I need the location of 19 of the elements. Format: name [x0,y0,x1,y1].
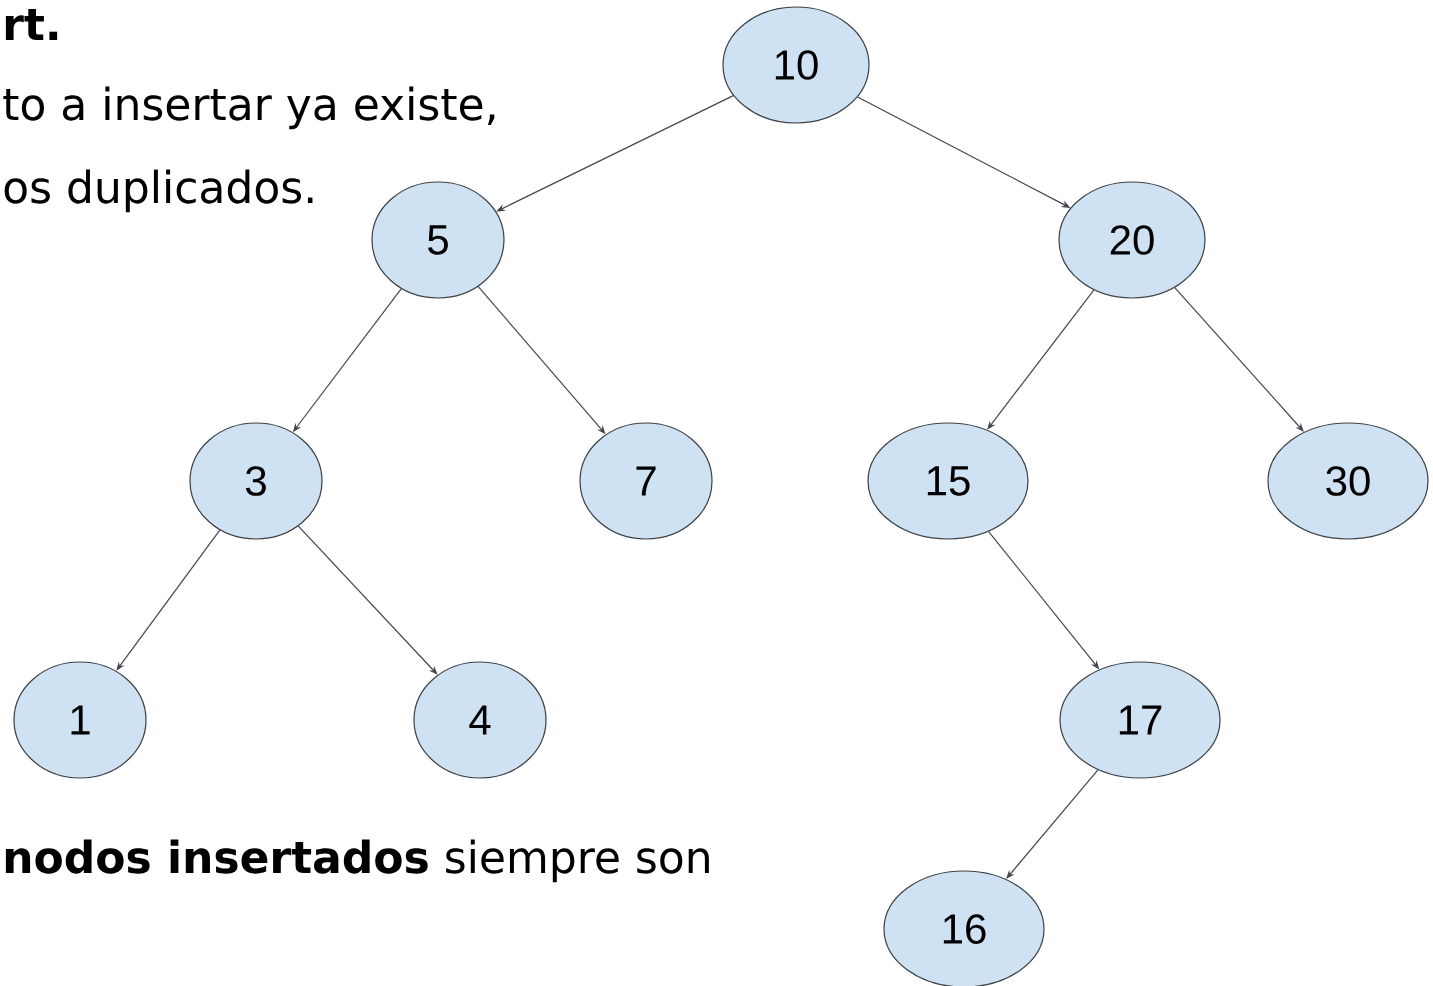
arrow [297,525,438,675]
tree-node: 4 [413,661,547,779]
tree-node: 30 [1267,422,1429,540]
tree-node: 3 [189,422,323,540]
text-line: nodos insertados siempre son [5,839,709,883]
tree-node: 20 [1058,181,1206,299]
tree-node: 1 [13,661,147,779]
text-line: to a insertar ya existe, [3,86,495,130]
text-line: os duplicados. [4,169,313,213]
tree-node: 17 [1059,661,1221,779]
arrow [987,289,1095,430]
tree-node: 5 [371,181,505,299]
text-line: rt. [5,9,58,40]
arrow [116,529,221,671]
tree-node: 7 [579,422,713,540]
tree-node: 16 [883,870,1045,986]
tree-node: 15 [867,422,1029,540]
arrow [1174,287,1304,432]
tree-node: 10 [722,6,870,124]
